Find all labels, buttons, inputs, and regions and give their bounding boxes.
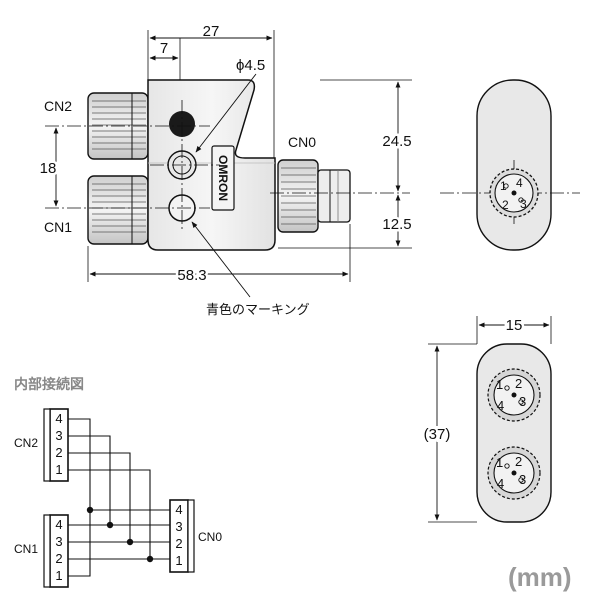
upper-face-digit-4: 4 — [497, 398, 504, 413]
face-digit-3: 3 — [520, 197, 527, 211]
brand-logo: OMRON — [211, 145, 235, 211]
label-cn2: CN2 — [44, 98, 72, 114]
marking-note: 青色のマーキング — [206, 302, 310, 318]
label-cn0: CN0 — [288, 134, 316, 150]
dim-height-lower: 12.5 — [382, 216, 411, 233]
cn2-pin-2: 2 — [55, 445, 62, 460]
end-view: 1 2 4 3 1 2 4 3 15 (37) — [421, 315, 552, 523]
cn2-pin-4: 4 — [55, 411, 62, 426]
wiring-label-cn1: CN1 — [14, 542, 38, 556]
cn1-pin-4: 4 — [55, 517, 62, 532]
lower-face-digit-1: 1 — [496, 455, 503, 470]
upper-face-digit-1: 1 — [496, 377, 503, 392]
face-digit-2: 2 — [502, 198, 509, 212]
cn1-pin-2: 2 — [55, 551, 62, 566]
cn0-pin-2: 2 — [175, 536, 182, 551]
cn2-pin-3: 3 — [55, 428, 62, 443]
side-view: 1 4 2 3 — [440, 79, 580, 251]
cn1-pin-1: 1 — [55, 568, 62, 583]
upper-face-digit-2: 2 — [515, 376, 522, 391]
wiring-label-cn0: CN0 — [198, 530, 222, 544]
dim-overall-length: 58.3 — [177, 267, 206, 284]
dim-end-width: 15 — [506, 317, 523, 334]
upper-face-digit-3: 3 — [519, 394, 526, 409]
dim-overall-width: 27 — [203, 23, 220, 40]
cn0-connector — [277, 159, 351, 233]
cn0-pin-3: 3 — [175, 519, 182, 534]
dim-pitch: 18 — [40, 160, 57, 177]
cn2-pin-1: 1 — [55, 462, 62, 477]
wiring-diagram: 内部接続図 4 3 2 1 CN2 4 3 2 1 CN1 4 3 2 1 CN… — [14, 376, 222, 588]
brand-text: OMRON — [216, 155, 230, 201]
cn1-connector-nut — [87, 175, 149, 245]
lower-face-digit-2: 2 — [515, 454, 522, 469]
lower-face-digit-4: 4 — [497, 476, 504, 491]
unit-label: (mm) — [508, 562, 572, 592]
dim-end-height: (37) — [424, 426, 451, 443]
dim-offset: 7 — [160, 40, 168, 57]
dim-hole-diameter: ϕ4.5 — [236, 57, 265, 74]
cn0-pin-1: 1 — [175, 553, 182, 568]
dim-height-upper: 24.5 — [382, 133, 411, 150]
front-view: OMRON — [37, 23, 414, 318]
wiring-label-cn2: CN2 — [14, 436, 38, 450]
label-cn1: CN1 — [44, 219, 72, 235]
lower-face-digit-3: 3 — [519, 472, 526, 487]
cn0-pin-4: 4 — [175, 502, 182, 517]
face-digit-4: 4 — [516, 176, 523, 190]
face-digit-1: 1 — [500, 179, 507, 193]
cn1-pin-3: 3 — [55, 534, 62, 549]
wiring-title: 内部接続図 — [14, 376, 84, 393]
